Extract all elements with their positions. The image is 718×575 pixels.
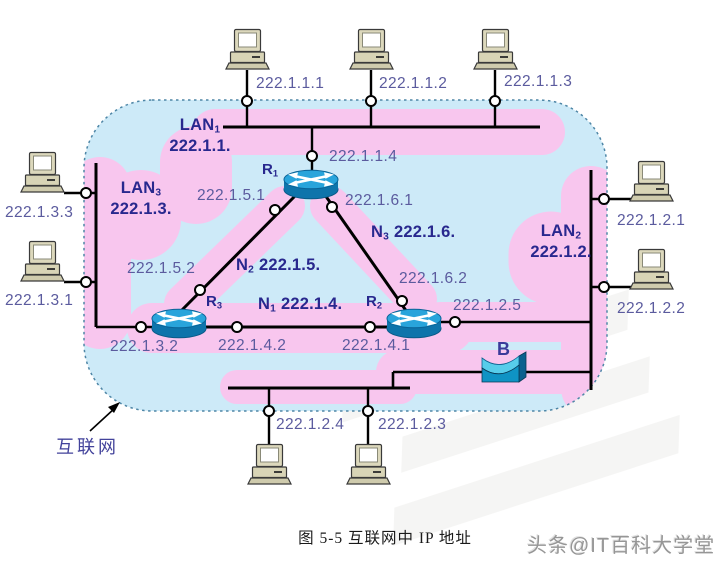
- connection-node: [194, 284, 206, 296]
- host-ip-label: 222.1.3.1: [5, 292, 74, 309]
- connection-node: [326, 201, 338, 213]
- connection-node: [263, 405, 275, 417]
- n3-link-line: [323, 194, 409, 313]
- watermark-text: 头条@IT百科大学堂: [527, 535, 716, 557]
- figure-caption: 图 5-5 互联网中 IP 地址: [298, 530, 472, 547]
- internet-pointer-arrow: [89, 402, 120, 432]
- interface-ip-label: 222.1.5.2: [127, 260, 196, 277]
- router-r1-icon: [282, 168, 340, 201]
- host-ip-label: 222.1.1.1: [256, 75, 325, 92]
- computer-icon: [349, 28, 394, 70]
- connection-node: [241, 95, 253, 107]
- router-r3-icon: [150, 307, 208, 340]
- connection-node: [135, 321, 147, 333]
- host-ip-label: 222.1.1.2: [379, 75, 448, 92]
- internet-label: 互联网: [56, 437, 119, 457]
- interface-ip-label: 222.1.5.1: [197, 187, 266, 204]
- connection-node: [365, 95, 377, 107]
- connection-node: [396, 295, 408, 307]
- connection-node: [231, 321, 243, 333]
- connection-node: [364, 321, 376, 333]
- computer-icon: [225, 28, 270, 70]
- connection-node: [306, 150, 318, 162]
- host-ip-label: 222.1.1.3: [504, 73, 573, 90]
- computer-icon: [629, 160, 674, 202]
- connection-node: [80, 276, 92, 288]
- interface-ip-label: 222.1.6.2: [399, 270, 468, 287]
- lan1-label: LAN1 222.1.1.: [169, 116, 231, 156]
- host-ip-label: 222.1.2.4: [276, 416, 345, 433]
- router-r3-label: R3: [206, 293, 223, 311]
- connection-node: [362, 405, 374, 417]
- router-r2-label: R2: [366, 293, 383, 311]
- lan3-label: LAN3 222.1.3.: [110, 179, 172, 219]
- interface-ip-label: 222.1.2.5: [453, 297, 522, 314]
- computer-icon: [20, 151, 65, 193]
- router-r2-icon: [385, 307, 443, 340]
- interface-ip-label: 222.1.4.2: [218, 337, 287, 354]
- interface-ip-label: 222.1.1.4: [329, 148, 398, 165]
- interface-ip-label: 222.1.3.2: [110, 338, 179, 355]
- bridge-label: B: [497, 339, 510, 359]
- computer-icon: [629, 248, 674, 290]
- router-r1-label: R1: [262, 161, 279, 179]
- host-ip-label: 222.1.3.3: [5, 204, 74, 221]
- connection-node: [80, 187, 92, 199]
- connection-node: [269, 204, 281, 216]
- interface-ip-label: 222.1.6.1: [345, 192, 414, 209]
- connection-node: [598, 281, 610, 293]
- computer-icon: [473, 28, 518, 70]
- interface-ip-label: 222.1.4.1: [342, 337, 411, 354]
- connection-node: [489, 95, 501, 107]
- connection-node: [598, 193, 610, 205]
- computer-icon: [20, 240, 65, 282]
- connection-nodes: [80, 95, 610, 417]
- computer-icon: [346, 443, 391, 485]
- computer-icon: [247, 443, 292, 485]
- connection-node: [449, 316, 461, 328]
- host-ip-label: 222.1.2.2: [617, 300, 686, 317]
- host-ip-label: 222.1.2.3: [378, 416, 447, 433]
- cloud-boundary: [83, 99, 608, 412]
- lan2-label: LAN2 222.1.2.: [530, 222, 592, 262]
- host-ip-label: 222.1.2.1: [617, 212, 686, 229]
